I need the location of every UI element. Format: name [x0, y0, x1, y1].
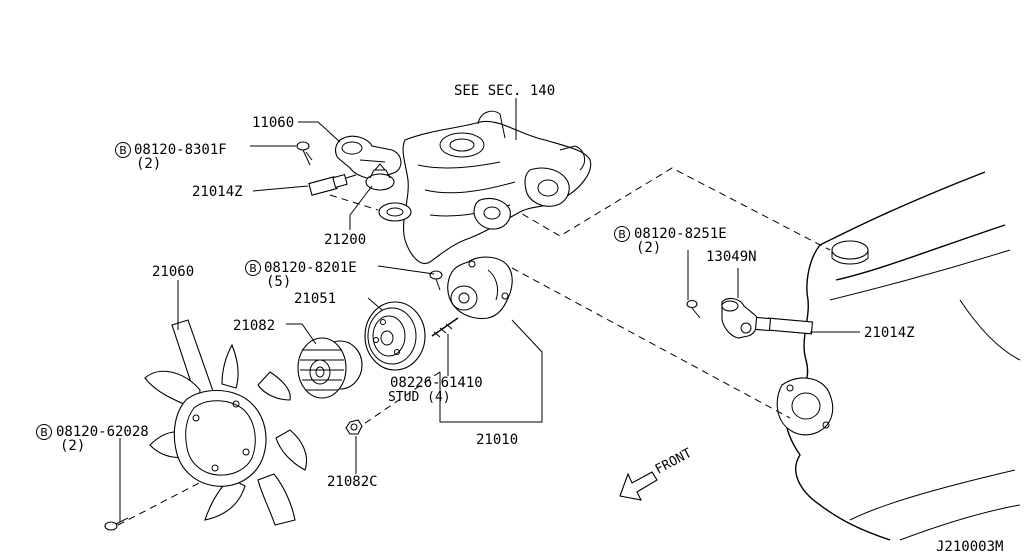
bolt-08120-8301F-label: 08120-8301F — [134, 142, 227, 158]
part-21082-label: 21082 — [233, 318, 275, 334]
block-water-outlet-flange — [776, 377, 834, 436]
leader-lines — [119, 98, 860, 522]
bolt-08120-62028 — [104, 517, 129, 531]
bolt-08120-8301F-qty: (2) — [136, 156, 161, 172]
bolt-08120-8251E — [686, 299, 701, 319]
stud-08226-61410-label: 08226-61410 — [390, 375, 483, 391]
svg-text:B: B — [618, 228, 626, 241]
svg-text:B: B — [249, 262, 257, 275]
thermostat-housing — [335, 135, 402, 180]
nut-21082C — [345, 419, 363, 435]
svg-text:B: B — [40, 426, 48, 439]
water-pump — [447, 256, 513, 320]
engine-block-outline — [785, 171, 1021, 541]
diagram-id-label: J210003M — [936, 539, 1003, 555]
fan-clutch-21082 — [297, 337, 363, 399]
part-21060-label: 21060 — [152, 264, 194, 280]
bolt-marker-3: B — [36, 424, 52, 440]
temperature-sensor-right — [754, 316, 814, 335]
bolt-08120-62028-label: 08120-62028 — [56, 424, 149, 440]
assembly-guide-lines — [117, 167, 831, 526]
part-21082C-label: 21082C — [327, 474, 378, 490]
bolt-08120-8201E-qty: (5) — [266, 274, 291, 290]
see-sec-label: SEE SEC. 140 — [454, 83, 555, 99]
cooling-fan-21060 — [144, 319, 308, 526]
stud-08226-61410 — [431, 317, 459, 338]
part-21200-label: 21200 — [324, 232, 366, 248]
intake-manifold — [402, 110, 592, 264]
part-21014Z-left-label: 21014Z — [192, 184, 243, 200]
bolt-marker-1: B — [115, 142, 131, 158]
bolt-08120-8201E-label: 08120-8201E — [264, 260, 357, 276]
oil-filler-cap — [831, 240, 869, 265]
front-direction-arrow: FRONT — [619, 446, 695, 501]
front-label: FRONT — [653, 446, 695, 478]
bolt-08120-8251E-label: 08120-8251E — [634, 226, 727, 242]
part-13049N-label: 13049N — [706, 249, 757, 265]
part-21014Z-right-label: 21014Z — [864, 325, 915, 341]
bolt-08120-8251E-qty: (2) — [636, 240, 661, 256]
part-labels: SEE SEC. 140 11060 08120-8301F (2) 21014… — [56, 83, 1003, 555]
part-21051-label: 21051 — [294, 291, 336, 307]
thermostat-21200 — [365, 163, 395, 191]
bolt-marker-2: B — [245, 260, 261, 276]
water-inlet-13049N — [721, 297, 759, 339]
bolt-marker-4: B — [614, 226, 630, 242]
temperature-sensor-left — [308, 173, 357, 196]
stud-qty-label: STUD (4) — [388, 390, 451, 405]
gasket-21200 — [378, 202, 412, 222]
svg-text:B: B — [119, 144, 127, 157]
bolt-08120-8301F — [296, 141, 313, 166]
bolt-08120-62028-qty: (2) — [60, 438, 85, 454]
bolt-08120-8201E — [429, 270, 443, 291]
part-11060-label: 11060 — [252, 115, 294, 131]
pulley-21051 — [364, 301, 426, 371]
part-21010-label: 21010 — [476, 432, 518, 448]
